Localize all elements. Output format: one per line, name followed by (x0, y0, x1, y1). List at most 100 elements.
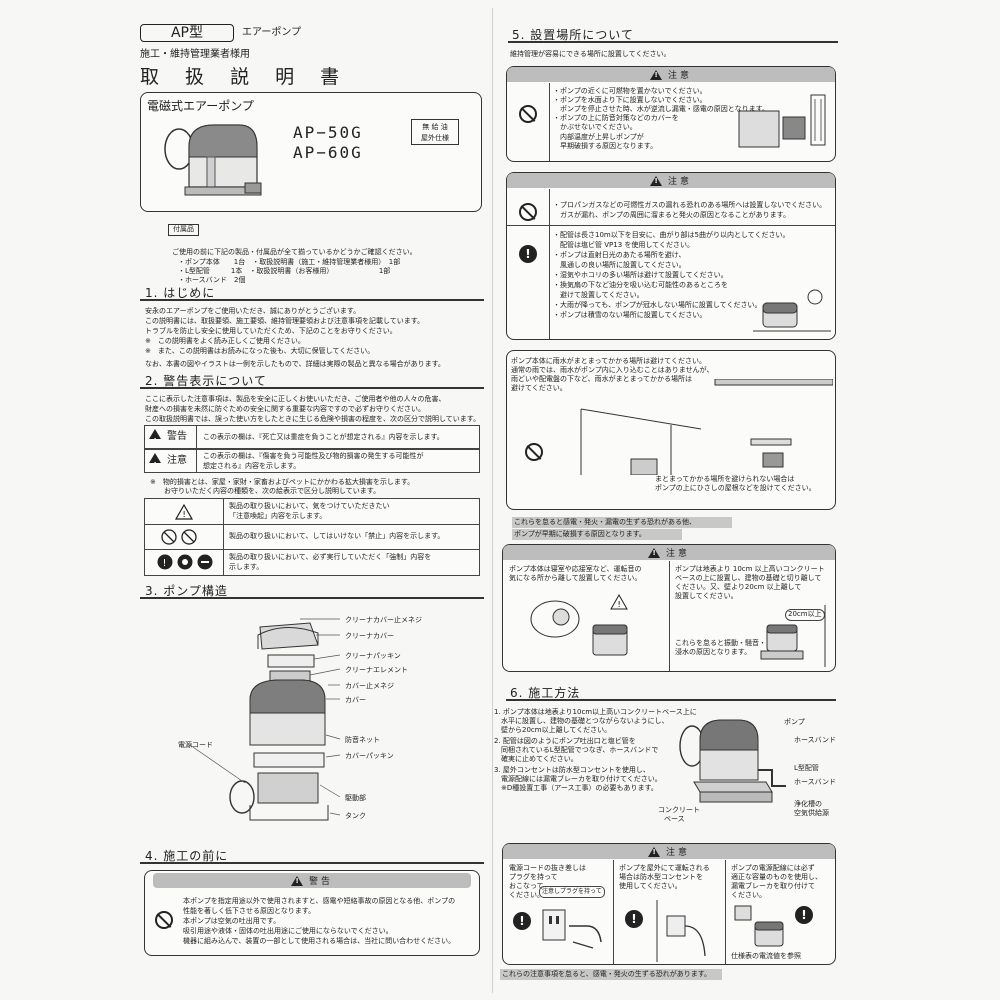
chui-label: 注意 (167, 455, 187, 466)
install-step: ※D種設置工事（アース工事）の必要もあります。 (494, 784, 658, 792)
caution4-a-line: ください。 (509, 891, 544, 899)
outdoor-outlet-illustration (656, 900, 706, 962)
plug-illustration (542, 909, 602, 949)
section-rule (140, 597, 484, 599)
symbol-mandatory-text: 製品の取り扱いにおいて、必ず実行していただく「強制」内容を (229, 553, 432, 561)
install-label: ホースバンド (794, 736, 836, 744)
installation-diagram (679, 719, 786, 803)
part-label: タンク (345, 812, 366, 820)
sec4-line: 性能を著しく低下させる原因となります。 (183, 907, 316, 915)
accessories-label: 付属品 (168, 224, 199, 236)
caution3-left-line: ポンプ本体は寝室や応接室など、運転音の (509, 565, 642, 573)
part-label: カバー (345, 696, 366, 704)
section-4-title: 4. 施工の前に (145, 849, 229, 863)
section-3-title: 3. ポンプ構造 (145, 584, 228, 598)
bedroom-illustration: ! (530, 593, 628, 656)
sec4-line: 機器に組み込んで、装置の一部として使用される場合は、当社に問い合わせください。 (183, 937, 456, 945)
caution2-line: ・大雨が降っても、ポンプが冠水しない場所に設置してください。 (553, 301, 762, 309)
caution4-c-line: ポンプの電源配線には必ず (731, 864, 815, 872)
sec1-line: なお、本書の図やイラストは一例を示したもので、詳細は実際の製品と異なる場合があり… (145, 360, 445, 368)
prohibit-icon (519, 105, 537, 123)
caution2-line: ・配管は長さ10m以下を目安に、曲がり部は5曲がり以内としてください。 (553, 231, 790, 239)
caution1-line: 内部温度が上昇しポンプが (553, 133, 644, 141)
sec2-note: お守りいただく内容の種類を、次の絵表示で区分し説明しています。 (164, 487, 381, 495)
caution-triangle-icon: ! (175, 504, 193, 520)
audience-line: 施工・維持管理業者様用 (140, 49, 250, 60)
sun-pump-illustration (753, 289, 831, 332)
install-step: 電源配線には漏電ブレーカを取り付けてください。 (494, 775, 662, 783)
install-label: ポンプ (784, 718, 805, 726)
keikoku-row: 警告 この表示の欄は、『死亡又は重症を負うことが想定される』内容を示します。 (144, 425, 480, 452)
sec1-line: ※ この説明書をよく読み正しくご使用ください。 (145, 337, 305, 345)
mandatory-icon: ! (795, 906, 813, 924)
sec2-line: 財産への損害を未然に防ぐための安全に関する重要な内容ですので必ずお守りください。 (145, 405, 425, 413)
warning-triangle-icon (649, 69, 662, 80)
sec2-line: ここに表示した注意事項は、製品を安全に正しくお使いいただき、ご使用者や他の人々の… (145, 395, 446, 403)
caution3-right-note: これらを怠ると振動・騒音・ (675, 639, 766, 647)
sec2-line: この取扱説明書では、誤った使い方をしたときに生じる危険や損害の程度を、次の区分で… (145, 415, 481, 423)
section-rule (140, 862, 484, 864)
section-rule (506, 699, 836, 701)
pump-structure-diagram (189, 618, 341, 821)
section-2-title: 2. 警告表示について (145, 374, 267, 388)
caution-banner: 注意 (503, 545, 835, 560)
caution1-line: ポンプを停止させた時、水が逆流し漏電・感電の原因となります。 (553, 105, 769, 113)
install-label: ベース (664, 815, 685, 823)
rain-box: ポンプ本体に雨水がまとまってかかる場所は避けてください。 通常の雨では、雨水がポ… (506, 350, 836, 510)
symbol-mandatory-text: 示します。 (229, 563, 264, 571)
warning-triangle-icon (647, 547, 660, 558)
part-label: クリーナエレメント (345, 666, 408, 674)
symbol-prohibit-text: 製品の取り扱いにおいて、してはいけない「禁止」内容を示します。 (229, 532, 445, 540)
install-label: 空気供給源 (794, 809, 829, 817)
caution4-c-note: 仕様表の電流値を参照 (731, 952, 801, 960)
caution3-right-line: ポンプは地表より 10cm 以上高いコンクリート (675, 565, 825, 573)
caution2-line: 避けて設置してください。 (553, 291, 644, 299)
prohibition-icons (161, 529, 197, 545)
mandatory-icon: ! (625, 910, 643, 928)
svg-text:!: ! (183, 510, 186, 519)
sec4-warning-box: 警告 本ポンプを指定用途以外で使用されますと、感電や短絡事故の原因となる他、ポン… (144, 870, 480, 956)
sec5-intro: 維持管理が容易にできる場所に設置してください。 (510, 50, 671, 58)
symbol-caution-text: 製品の取り扱いにおいて、気をつけていただきたい (229, 502, 390, 510)
caution1-line: ・ポンプを水面より下に設置しないでください。 (553, 96, 707, 104)
caution1-line: ・ポンプの上に防音対策などのカバーを (553, 114, 679, 122)
caution2-line: ・プロパンガスなどの可燃性ガスの漏れる恐れのある場所へは設置しないでください。 (553, 201, 827, 209)
consequence-line: ポンプが早期に破損する原因となります。 (514, 530, 646, 538)
caution-banner: 注意 (507, 67, 835, 82)
spec-tags: 無 給 油 屋外仕様 (411, 119, 459, 145)
rain-note: まとまってかかる場所を避けられない場合は (655, 475, 795, 483)
caution2-line: ガスが漏れ、ポンプの周囲に溜まると発火の原因となることがあります。 (553, 211, 790, 219)
part-label: 防音ネット (345, 736, 380, 744)
prohibit-icon (519, 203, 537, 221)
footer-warning: これらの注意事項を怠ると、感電・発火の生ずる恐れがあります。 (502, 970, 712, 978)
sec4-warning-banner: 警告 (153, 873, 471, 888)
chui-text: 想定される』内容を示します。 (203, 462, 301, 470)
sec4-line: 吸引用途や液体・固体の吐出用途にご使用にならないでください。 (183, 927, 393, 935)
sec1-line: 安永のエアーポンプをご使用いただき、誠にありがとうございます。 (145, 307, 361, 315)
section-rule (508, 41, 838, 43)
caution4-b-line: 場合は防水型コンセントを (619, 873, 703, 881)
rain-note: ポンプの上にひさしの屋根などを設けてください。 (655, 484, 816, 492)
part-label: カバーパッキン (345, 752, 394, 760)
caution2-line: ・換気扇の下など油分を吸い込む可能性のあるところを (553, 281, 728, 289)
caution4-a-line: 電源コードの抜き差しは (509, 864, 586, 872)
product-box: 電磁式エアーポンプ AP−50G AP−60G 無 給 油 屋外仕様 (140, 92, 482, 212)
svg-text:!: ! (163, 558, 167, 569)
caution3-right-note: 浸水の原因となります。 (675, 648, 752, 656)
sec4-line: 本ポンプを指定用途以外で使用されますと、感電や短絡事故の原因となる他、ポンプの (183, 897, 456, 905)
warning-triangle-icon (149, 429, 161, 452)
caution1-line: ・ポンプの近くに可燃物を置かないでください。 (553, 87, 707, 95)
section-rule (140, 299, 484, 301)
install-step: 1. ポンプ本体は地表より10cm以上高いコンクリートベース上に (494, 708, 697, 716)
model-ap60g: AP−60G (293, 143, 363, 162)
mandatory-icon: ! (519, 245, 537, 263)
chui-text: この表示の欄は、『傷害を負う可能性及び物的損害の発生する可能性が (203, 452, 424, 460)
sec2-note: ※ 物的損害とは、家屋・家財・家畜およびペットにかかわる拡大損害を示します。 (150, 478, 415, 486)
plug-callout: 注意しプラグを持って (539, 886, 605, 898)
sec4-banner-label: 警告 (308, 877, 333, 887)
caution4-a-line: おこなって (509, 882, 544, 890)
product-name: 電磁式エアーポンプ (147, 99, 254, 113)
breaker-illustration (734, 905, 784, 947)
caution3-left-line: 気になる所から離して設置してください。 (509, 574, 642, 582)
accessory-item: ・ホースバンド 2個 (178, 276, 246, 284)
